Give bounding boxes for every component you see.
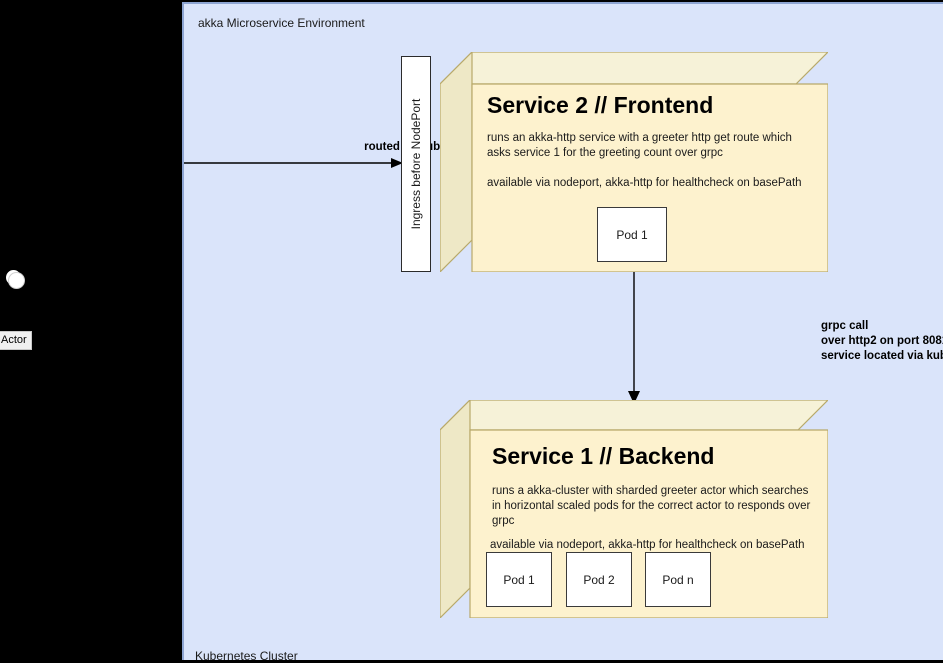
service-1-health-note: available via nodeport, akka-http for he…	[490, 539, 805, 551]
editor-canvas-backdrop: Actor	[0, 0, 178, 660]
service-2-title: Service 2 // Frontend	[487, 92, 714, 118]
grpc-call-line-2: over http2 on port 8081	[821, 335, 943, 347]
grpc-call-line-3: service located via kubernetes service d…	[821, 350, 943, 362]
ingress-node[interactable]: Ingress before NodePort	[401, 56, 431, 272]
actor-label: Actor	[0, 331, 32, 350]
service-2-health-note: available via nodeport, akka-http for he…	[487, 177, 802, 189]
service-1-cube-shape	[440, 400, 828, 618]
service-1-description: runs a akka-cluster with sharded greeter…	[492, 485, 811, 527]
grpc-call-line-1: grpc call	[821, 320, 869, 332]
service-2-frontend-box[interactable]: Service 2 // Frontend runs an akka-http …	[440, 52, 828, 272]
cluster-label: Kubernetes Cluster	[195, 649, 298, 663]
ingress-label: Ingress before NodePort	[409, 98, 423, 230]
actor-icon[interactable]	[8, 272, 25, 289]
pod-box[interactable]: Pod 1	[597, 207, 667, 262]
service-1-backend-box[interactable]: Service 1 // Backend runs a akka-cluster…	[440, 400, 828, 618]
service-2-description: runs an akka-http service with a greeter…	[487, 132, 792, 159]
grpc-call-label: grpc call over http2 on port 8081 servic…	[821, 319, 943, 364]
service-1-title: Service 1 // Backend	[492, 443, 715, 469]
service-2-cube-shape	[440, 52, 828, 272]
environment-title: akka Microservice Environment	[198, 16, 365, 30]
pod-box[interactable]: Pod n	[645, 552, 711, 607]
pod-box[interactable]: Pod 1	[486, 552, 552, 607]
pod-box[interactable]: Pod 2	[566, 552, 632, 607]
